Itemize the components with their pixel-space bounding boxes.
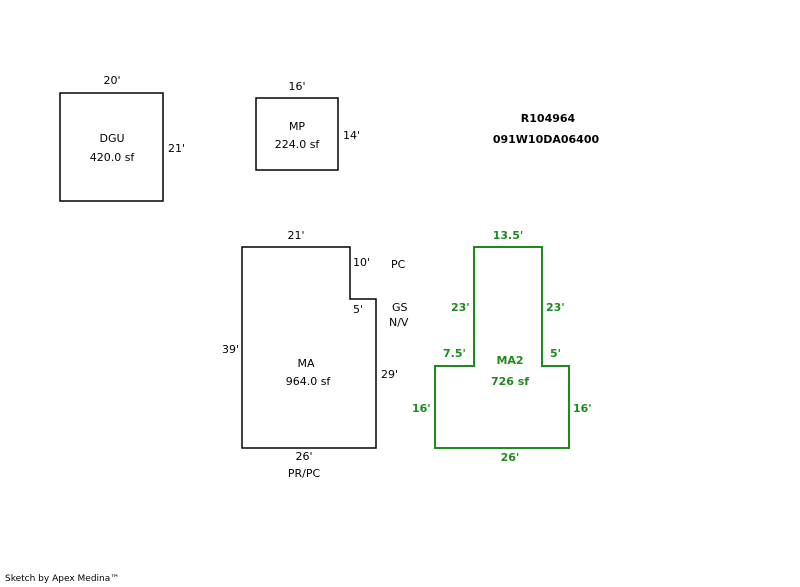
mp-outline — [255, 97, 339, 171]
ma-outline — [241, 246, 377, 449]
ma2-step-right-dim: 5' — [550, 347, 561, 360]
mp-area: 224.0 sf — [275, 138, 321, 151]
ma2-upper-left-dim: 23' — [451, 301, 470, 314]
dgu-area: 420.0 sf — [90, 151, 136, 164]
ma-left-dim: 39' — [222, 343, 239, 356]
nv-label: N/V — [389, 316, 409, 329]
parcel-id: R104964 — [521, 112, 576, 125]
dgu-outline — [59, 92, 164, 202]
ma2-area: 726 sf — [491, 375, 529, 388]
map-number: 091W10DA06400 — [493, 133, 600, 146]
mp-top-dim: 16' — [288, 80, 305, 93]
mp-right-dim: 14' — [343, 129, 360, 142]
dgu-top-dim: 20' — [103, 74, 120, 87]
ma-right-dim: 29' — [381, 368, 398, 381]
dgu-right-dim: 21' — [168, 142, 185, 155]
ma2-lower-right-dim: 16' — [573, 402, 592, 415]
dgu-name: DGU — [99, 132, 124, 145]
ma-notch-bottom-dim: 5' — [353, 303, 363, 316]
ma2-bottom-dim: 26' — [501, 451, 520, 464]
ma-area: 964.0 sf — [286, 375, 332, 388]
ma-top-dim: 21' — [287, 229, 304, 242]
ma2-outline — [434, 246, 570, 449]
mp-name: MP — [289, 120, 305, 133]
ma2-top-dim: 13.5' — [493, 229, 524, 242]
ma-notch-right-dim: 10' — [353, 256, 370, 269]
ma2-name: MA2 — [496, 354, 523, 367]
ma-bottom-dim: 26' — [295, 450, 312, 463]
ma2-step-left-dim: 7.5' — [443, 347, 466, 360]
ma2-upper-right-dim: 23' — [546, 301, 565, 314]
ma-name: MA — [297, 357, 314, 370]
pc-label: PC — [391, 258, 406, 271]
prpc-label: PR/PC — [288, 467, 321, 480]
footer-credit: Sketch by Apex Medina™ — [5, 574, 120, 584]
ma2-lower-left-dim: 16' — [412, 402, 431, 415]
gs-label: GS — [392, 301, 408, 314]
